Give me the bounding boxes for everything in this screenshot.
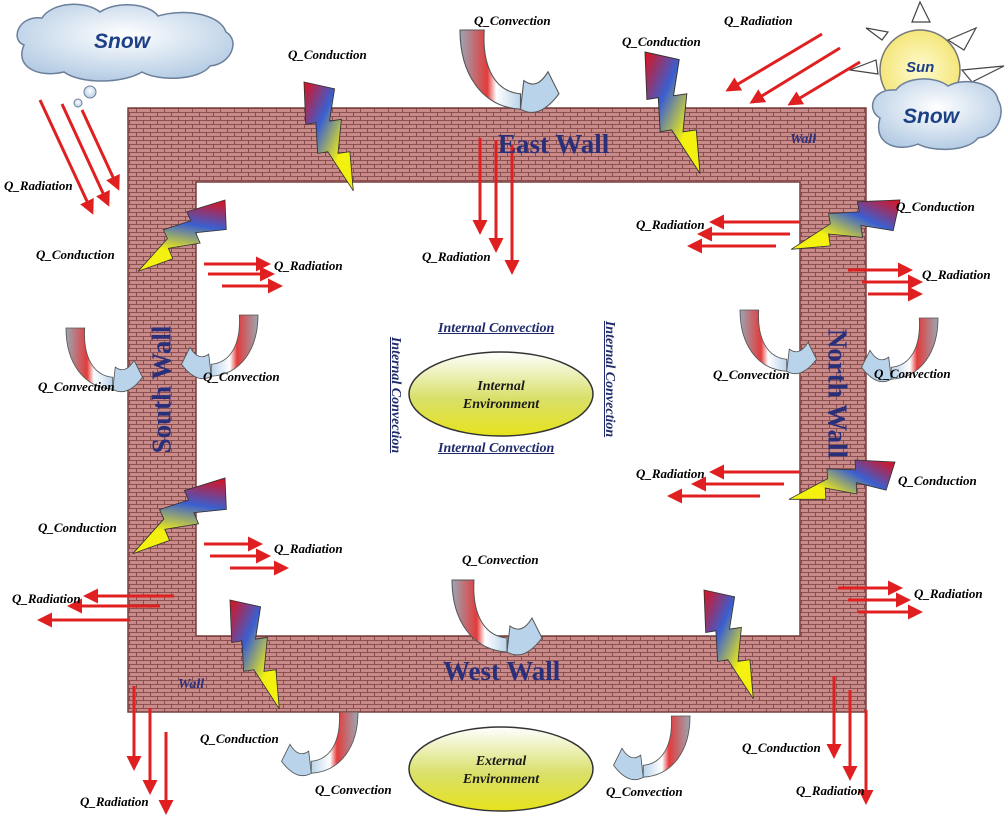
- west-wall-label: West Wall: [443, 656, 561, 686]
- snow-left-label: Snow: [94, 30, 150, 53]
- east-wall-label: East Wall: [498, 129, 610, 159]
- q-conduction-north-lower: Q_Conduction: [898, 473, 977, 488]
- internal-convection-right: Internal Convection: [602, 320, 617, 438]
- wall-tag-top: Wall: [790, 132, 817, 147]
- radiation-arrows: [37, 32, 923, 815]
- q-convection-top: Q_Convection: [474, 13, 551, 28]
- q-radiation-bottom-right: Q_Radiation: [796, 783, 865, 798]
- q-convection-north-inner: Q_Convection: [713, 367, 790, 382]
- snow-cloud-right: [871, 78, 1002, 151]
- q-radiation-south-inner-upper: Q_Radiation: [274, 258, 343, 273]
- q-conduction-south-upper: Q_Conduction: [36, 247, 115, 262]
- south-wall-label: South Wall: [146, 325, 177, 454]
- q-conduction-bottom-left: Q_Conduction: [200, 731, 279, 746]
- q-convection-west-inner: Q_Convection: [462, 552, 539, 567]
- q-convection-north-outer: Q_Convection: [874, 366, 951, 381]
- internal-convection-top: Internal Convection: [438, 321, 555, 336]
- internal-environment-label: Internal Environment: [462, 379, 540, 412]
- internal-convection-left: Internal Convection: [388, 336, 403, 454]
- q-radiation-bottom-left: Q_Radiation: [80, 794, 149, 809]
- q-convection-bottom-right: Q_Convection: [606, 784, 683, 799]
- q-radiation-north-outer-lower: Q_Radiation: [914, 586, 983, 601]
- north-wall-label: North Wall: [822, 328, 853, 459]
- external-environment-ellipse: [408, 726, 594, 812]
- internal-convection-bottom: Internal Convection: [438, 441, 555, 456]
- q-radiation-top-right: Q_Radiation: [724, 13, 793, 28]
- q-convection-bottom-left: Q_Convection: [315, 782, 392, 797]
- q-radiation-north-outer-upper: Q_Radiation: [922, 267, 991, 282]
- wall-tag-bottom: Wall: [178, 677, 205, 692]
- snow-right-label: Snow: [903, 105, 959, 128]
- q-conduction-top-left: Q_Conduction: [288, 47, 367, 62]
- q-radiation-north-inner-upper: Q_Radiation: [636, 217, 705, 232]
- q-conduction-top-right: Q_Conduction: [622, 34, 701, 49]
- sun-label: Sun: [906, 59, 935, 76]
- q-conduction-bottom-right: Q_Conduction: [742, 740, 821, 755]
- external-environment-label: External Environment: [462, 754, 540, 787]
- q-radiation-east-inner: Q_Radiation: [422, 249, 491, 264]
- q-radiation-south-inner-lower: Q_Radiation: [274, 541, 343, 556]
- q-radiation-top-left: Q_Radiation: [4, 178, 73, 193]
- q-convection-south-inner: Q_Convection: [203, 369, 280, 384]
- snow-cloud-left: [16, 3, 234, 108]
- q-conduction-north-upper: Q_Conduction: [896, 199, 975, 214]
- q-conduction-south-lower: Q_Conduction: [38, 520, 117, 535]
- q-radiation-south-outer: Q_Radiation: [12, 591, 81, 606]
- internal-environment-ellipse: [408, 351, 594, 437]
- q-convection-south-outer: Q_Convection: [38, 379, 115, 394]
- q-radiation-north-inner-lower: Q_Radiation: [636, 466, 705, 481]
